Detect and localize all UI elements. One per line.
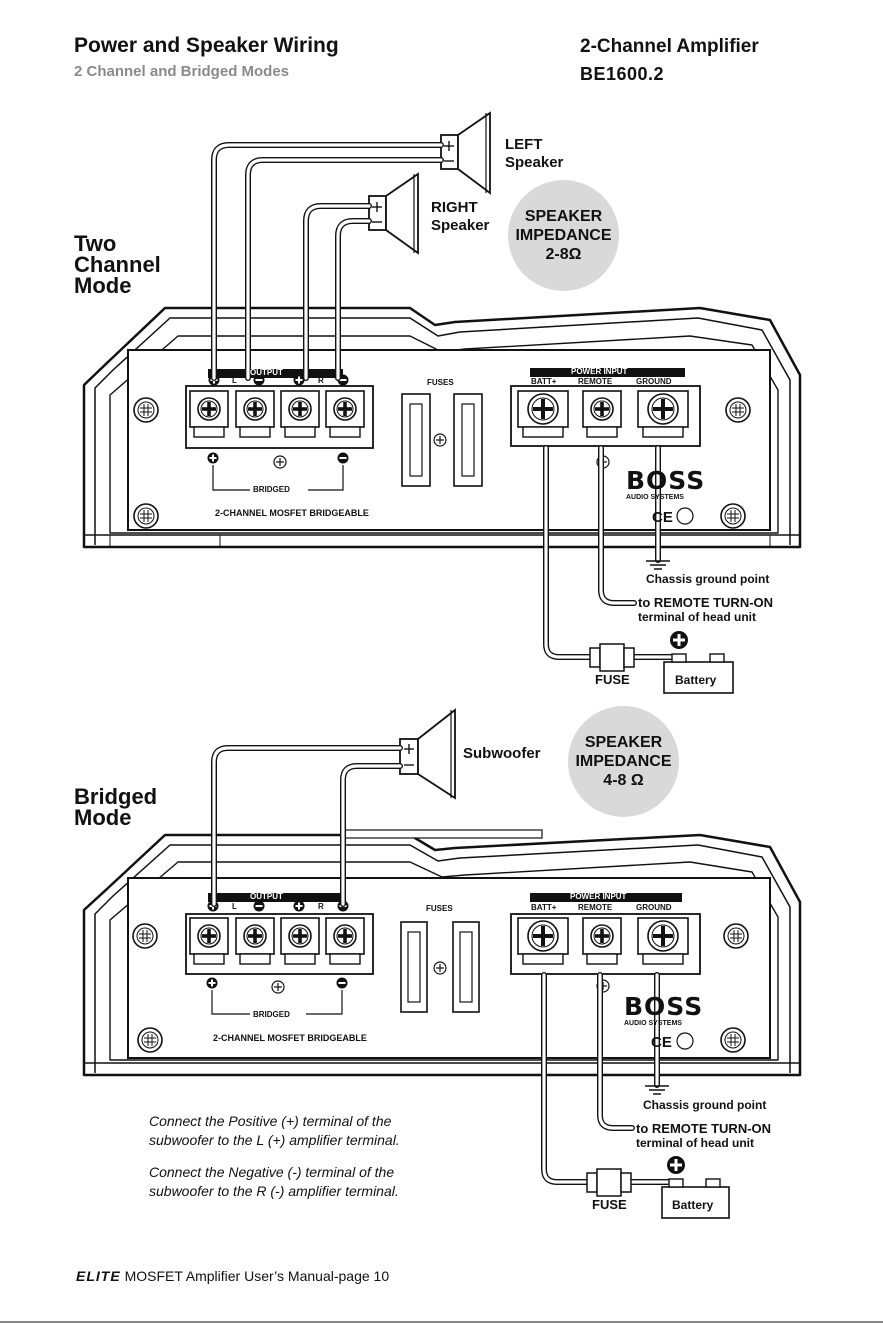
output-r-label: R	[318, 376, 324, 385]
ce-mark: CE	[652, 509, 673, 526]
footer-text: MOSFET Amplifier User’s Manual-page 10	[124, 1268, 390, 1284]
impedance-value: 4-8 Ω	[603, 772, 644, 789]
impedance-line: SPEAKER	[524, 208, 603, 225]
remote-label: REMOTE	[578, 377, 613, 386]
output-banner-label: OUTPUT	[250, 892, 283, 901]
impedance-value: 2-8Ω	[545, 246, 582, 263]
mosfet-label: 2-CHANNEL MOSFET BRIDGEABLE	[213, 1033, 367, 1043]
note-line: terminal of head unit	[638, 610, 757, 624]
remote-turn-on-note: to REMOTE TURN-ON terminal of head unit	[638, 595, 773, 625]
power-input-banner-label: POWER INPUT	[570, 892, 627, 901]
fuses-label: FUSES	[427, 378, 454, 387]
power-input-banner-label: POWER INPUT	[571, 367, 628, 376]
chassis-ground-note: Chassis ground point	[646, 572, 770, 586]
ground-label: GROUND	[636, 903, 672, 912]
impedance-line: IMPEDANCE	[575, 753, 672, 770]
bridged-label: BRIDGED	[253, 1010, 290, 1019]
impedance-badge-two-channel: SPEAKER IMPEDANCE 2-8Ω	[508, 180, 619, 291]
instruction-positive: Connect the Positive (+) terminal of the…	[149, 1112, 400, 1150]
speaker-label-line: Speaker	[505, 154, 564, 171]
instruction-line: Connect the Positive (+) terminal of the	[149, 1113, 392, 1129]
chassis-ground-note: Chassis ground point	[643, 1098, 767, 1112]
mode-label-line: Mode	[74, 805, 132, 830]
mode-label-line: Bridged	[74, 784, 158, 809]
bridged-mode-label: Bridged Mode	[74, 784, 158, 830]
note-line: terminal of head unit	[636, 1136, 755, 1150]
two-channel-mode-label: Two Channel Mode	[74, 231, 161, 298]
instruction-line: subwoofer to the L (+) amplifier termina…	[149, 1132, 400, 1148]
mode-label-line: Channel	[74, 252, 161, 277]
subwoofer-label: Subwoofer	[463, 745, 541, 762]
footer-brand: ELITE	[76, 1268, 121, 1284]
impedance-line: IMPEDANCE	[515, 227, 612, 244]
battery-label: Battery	[675, 673, 717, 687]
mosfet-label: 2-CHANNEL MOSFET BRIDGEABLE	[215, 508, 369, 518]
speaker-label-line: Speaker	[431, 217, 490, 234]
brand-subtitle: AUDIO SYSTEMS	[624, 1020, 682, 1027]
right-speaker-label: RIGHT Speaker	[431, 199, 489, 235]
fuse-label: FUSE	[592, 1197, 627, 1212]
speaker-label-line: RIGHT	[431, 199, 478, 216]
note-line: to REMOTE TURN-ON	[638, 595, 774, 610]
batt-label: BATT+	[531, 377, 557, 386]
output-l-label: L	[232, 376, 237, 385]
instruction-line: Connect the Negative (-) terminal of the	[149, 1164, 395, 1180]
page-footer: ELITE MOSFET Amplifier User’s Manual-pag…	[76, 1268, 389, 1284]
impedance-line: SPEAKER	[584, 734, 663, 751]
brand-logo: BOSS	[626, 466, 706, 495]
battery-label: Battery	[672, 1198, 714, 1212]
ground-label: GROUND	[636, 377, 672, 386]
output-r-label: R	[318, 902, 324, 911]
left-speaker-label: LEFT Speaker	[505, 136, 563, 172]
brand-logo: BOSS	[624, 992, 704, 1021]
speaker-label-line: LEFT	[505, 136, 543, 153]
batt-label: BATT+	[531, 903, 557, 912]
ce-mark: CE	[651, 1034, 672, 1051]
product-name: 2-Channel Amplifier	[580, 36, 759, 57]
brand-subtitle: AUDIO SYSTEMS	[626, 494, 684, 501]
output-banner-label: OUTPUT	[250, 368, 283, 377]
remote-label: REMOTE	[578, 903, 613, 912]
page-subtitle: 2 Channel and Bridged Modes	[74, 63, 290, 80]
instruction-line: subwoofer to the R (-) amplifier termina…	[149, 1183, 399, 1199]
note-line: to REMOTE TURN-ON	[636, 1121, 772, 1136]
fuse-label: FUSE	[595, 672, 630, 687]
bridged-label: BRIDGED	[253, 485, 290, 494]
fuses-label: FUSES	[426, 904, 453, 913]
impedance-badge-bridged: SPEAKER IMPEDANCE 4-8 Ω	[568, 706, 679, 817]
remote-turn-on-note: to REMOTE TURN-ON terminal of head unit	[636, 1121, 771, 1151]
mode-label-line: Mode	[74, 273, 132, 298]
mode-label-line: Two	[74, 231, 117, 256]
instruction-negative: Connect the Negative (-) terminal of the…	[149, 1163, 399, 1201]
output-l-label: L	[232, 902, 237, 911]
page-title: Power and Speaker Wiring	[74, 34, 339, 57]
model-number: BE1600.2	[580, 64, 665, 84]
